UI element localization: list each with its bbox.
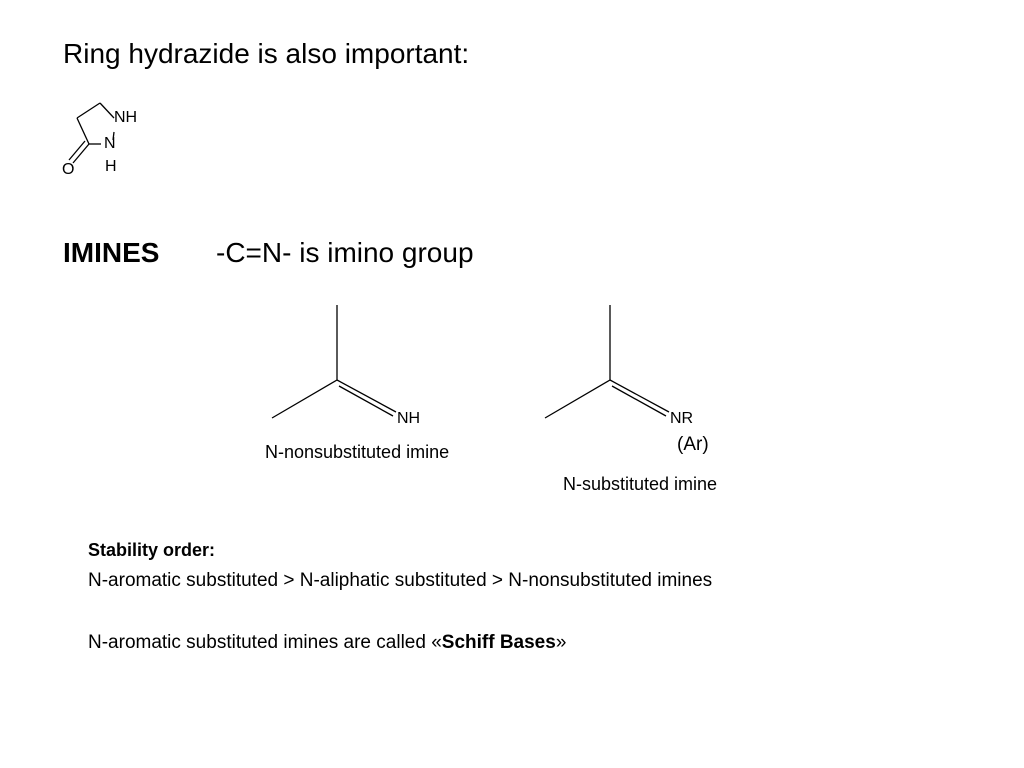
imine-left-caption: N-nonsubstituted imine [265,442,450,462]
stability-order: N-aromatic substituted > N-aliphatic sub… [88,570,713,591]
pyrazolidinone-structure [68,102,115,164]
schiff-suffix: » [555,632,567,653]
hydrazide-h-label: H [105,158,117,175]
hydrazide-o-label: O [62,161,75,178]
imine-right-ar-label: (Ar) [677,434,709,455]
imine-right-caption: N-substituted imine [563,474,718,494]
hydrazide-nh-label: NH [114,109,138,126]
imine-left-structure [271,305,397,419]
imines-title: IMINES [63,237,160,268]
imine-right-nr-label: NR [670,410,694,427]
page-heading: Ring hydrazide is also important: [63,38,470,69]
schiff-bases-line: N-aromatic substituted imines are called… [88,632,566,654]
stability-heading: Stability order: [88,540,216,560]
imine-right-structure [544,305,670,419]
hydrazide-n-label: N [104,135,116,152]
schiff-bases-term: Schiff Bases [441,632,556,653]
imine-left-nh-label: NH [397,410,421,427]
imino-group-text: -C=N- is imino group [216,237,474,268]
schiff-prefix: N-aromatic substituted imines are called… [88,632,442,653]
